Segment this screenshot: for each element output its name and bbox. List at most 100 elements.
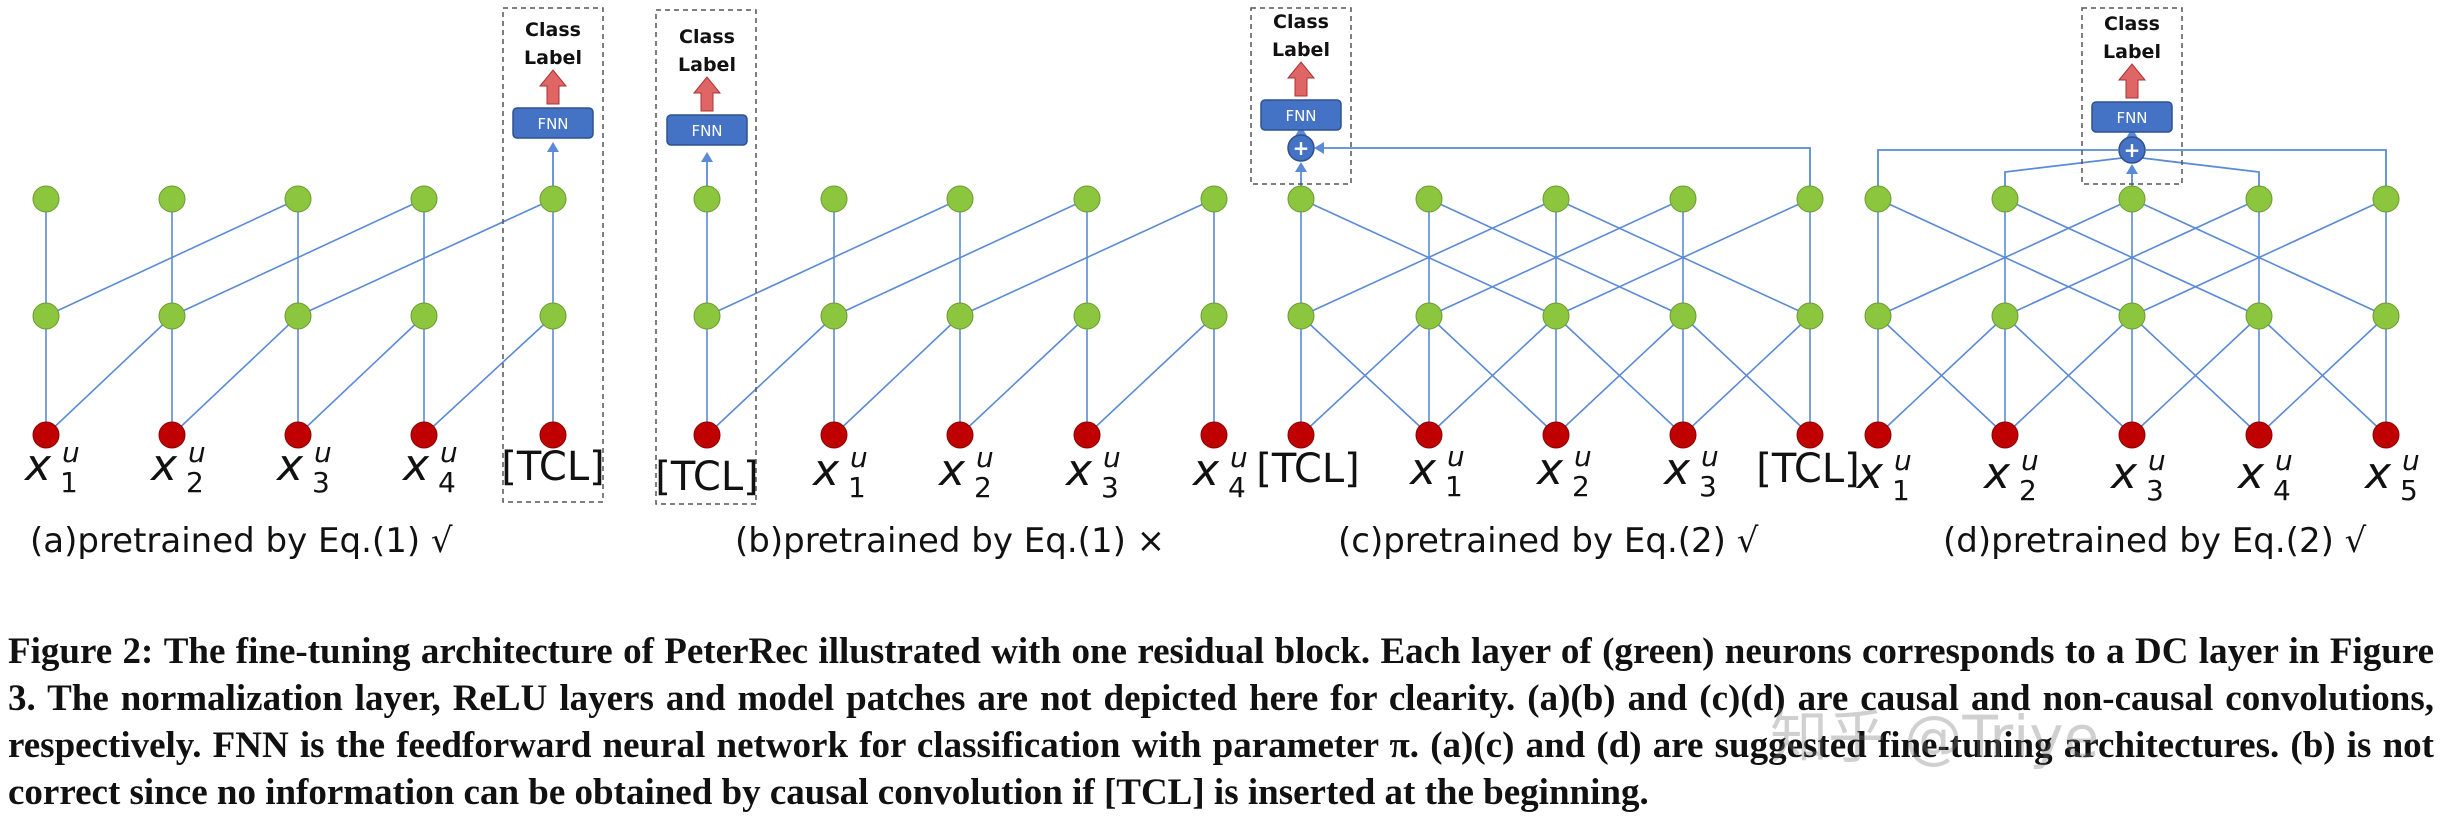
edge xyxy=(1428,198,1684,317)
figure-diagram: ClassLabelFNNClassLabelFNN+ClassLabelFNN… xyxy=(23,7,2420,561)
hidden-neuron xyxy=(1415,302,1443,330)
hidden-neuron xyxy=(1287,302,1315,330)
edge xyxy=(2004,315,2133,436)
input-neuron xyxy=(410,421,438,449)
edge xyxy=(423,315,554,436)
hidden-neuron xyxy=(284,302,312,330)
plus-node xyxy=(1287,134,1315,162)
input-neuron xyxy=(946,421,974,449)
input-neuron xyxy=(1669,421,1697,449)
arrow-head-icon xyxy=(547,142,559,152)
input-neuron xyxy=(1796,421,1824,449)
subcaption-b: (b)pretrained by Eq.(1) × xyxy=(735,521,1165,561)
token-tcl: [TCL] xyxy=(1756,446,1860,492)
input-neuron xyxy=(820,421,848,449)
hidden-neuron xyxy=(1287,185,1315,213)
edge xyxy=(45,315,173,436)
hidden-neuron xyxy=(946,302,974,330)
subcaption-c: (c)pretrained by Eq.(2) √ xyxy=(1338,521,1759,561)
figure-caption: Figure 2: The fine-tuning architecture o… xyxy=(8,628,2434,816)
token-sup: u xyxy=(976,441,994,474)
token-sup: u xyxy=(1230,441,1248,474)
up-arrow-icon xyxy=(538,69,568,105)
edge xyxy=(706,198,961,317)
token-sub: 1 xyxy=(1445,470,1463,503)
edge xyxy=(297,315,425,436)
up-arrow-icon xyxy=(692,76,722,112)
hidden-neuron xyxy=(284,185,312,213)
edge xyxy=(1877,198,2133,317)
token-sup: u xyxy=(1447,440,1465,473)
token-sup: u xyxy=(1574,440,1592,473)
input-neuron xyxy=(2118,421,2146,449)
arrow-head-icon xyxy=(1295,126,1307,136)
fnn-box xyxy=(512,107,594,139)
fnn-box xyxy=(1260,99,1342,131)
input-neuron xyxy=(1864,421,1892,449)
hidden-neuron xyxy=(1415,185,1443,213)
token-sup: u xyxy=(440,436,458,469)
edge xyxy=(833,315,961,436)
input-neuron xyxy=(1073,421,1101,449)
plus-icon: + xyxy=(2124,138,2141,162)
token-sub: 1 xyxy=(848,471,866,504)
subcaptions: (a)pretrained by Eq.(1) √ (b)pretrained … xyxy=(30,521,2367,561)
hidden-neuron xyxy=(539,302,567,330)
arrow-head-icon xyxy=(1314,142,1324,154)
token-x: x xyxy=(401,440,430,491)
token-sub: 5 xyxy=(2400,474,2418,507)
edge xyxy=(1555,198,1811,317)
arrow-head-icon xyxy=(1295,162,1307,172)
token-sup: u xyxy=(62,436,80,469)
neurons xyxy=(32,185,2400,449)
token-sub: 3 xyxy=(2146,474,2164,507)
hidden-neuron xyxy=(1796,302,1824,330)
edge xyxy=(1555,315,1684,436)
hidden-neuron xyxy=(1073,185,1101,213)
caption-label: Figure 2: xyxy=(8,631,154,672)
hidden-neuron xyxy=(1200,185,1228,213)
class-label-text: Label xyxy=(1272,39,1330,61)
token-sup: u xyxy=(314,436,332,469)
fnn-box xyxy=(666,114,748,146)
token-x: x xyxy=(275,440,304,491)
token-sub: 3 xyxy=(312,466,330,499)
edge-residual xyxy=(1318,147,1811,186)
hidden-neuron xyxy=(1864,302,1892,330)
hidden-neuron xyxy=(32,302,60,330)
class-label-text: Label xyxy=(678,54,736,76)
token-sup: u xyxy=(1894,444,1912,477)
hidden-neuron xyxy=(410,185,438,213)
hidden-neuron xyxy=(158,185,186,213)
caption-text: The fine-tuning architecture of PeterRec… xyxy=(8,631,2435,813)
token-sub: 2 xyxy=(186,466,204,499)
token-x: x xyxy=(1662,444,1691,495)
watermark: 知乎 @Triye xyxy=(1770,703,2100,771)
arrow-head-icon xyxy=(701,152,713,162)
token-sup: u xyxy=(2402,444,2420,477)
edge xyxy=(1300,315,1430,436)
token-sub: 2 xyxy=(974,471,992,504)
edge xyxy=(2258,315,2387,436)
hidden-neuron xyxy=(2118,185,2146,213)
token-sub: 4 xyxy=(438,466,456,499)
plus-node xyxy=(2118,136,2146,164)
hidden-neuron xyxy=(1542,302,1570,330)
input-neuron xyxy=(1415,421,1443,449)
hidden-neuron xyxy=(2372,185,2400,213)
input-neuron xyxy=(1991,421,2019,449)
edge xyxy=(1300,198,1557,317)
dashed-box xyxy=(655,9,757,505)
edge xyxy=(959,315,1088,436)
input-neuron xyxy=(2372,421,2400,449)
hidden-neuron xyxy=(820,302,848,330)
fnn-label: FNN xyxy=(537,115,568,133)
up-arrow-icon xyxy=(2117,63,2147,99)
hidden-neuron xyxy=(1864,185,1892,213)
token-sup: u xyxy=(850,441,868,474)
hidden-neuron xyxy=(2372,302,2400,330)
fnn-box xyxy=(2091,101,2173,133)
edge xyxy=(1682,315,1811,436)
input-neuron xyxy=(32,421,60,449)
